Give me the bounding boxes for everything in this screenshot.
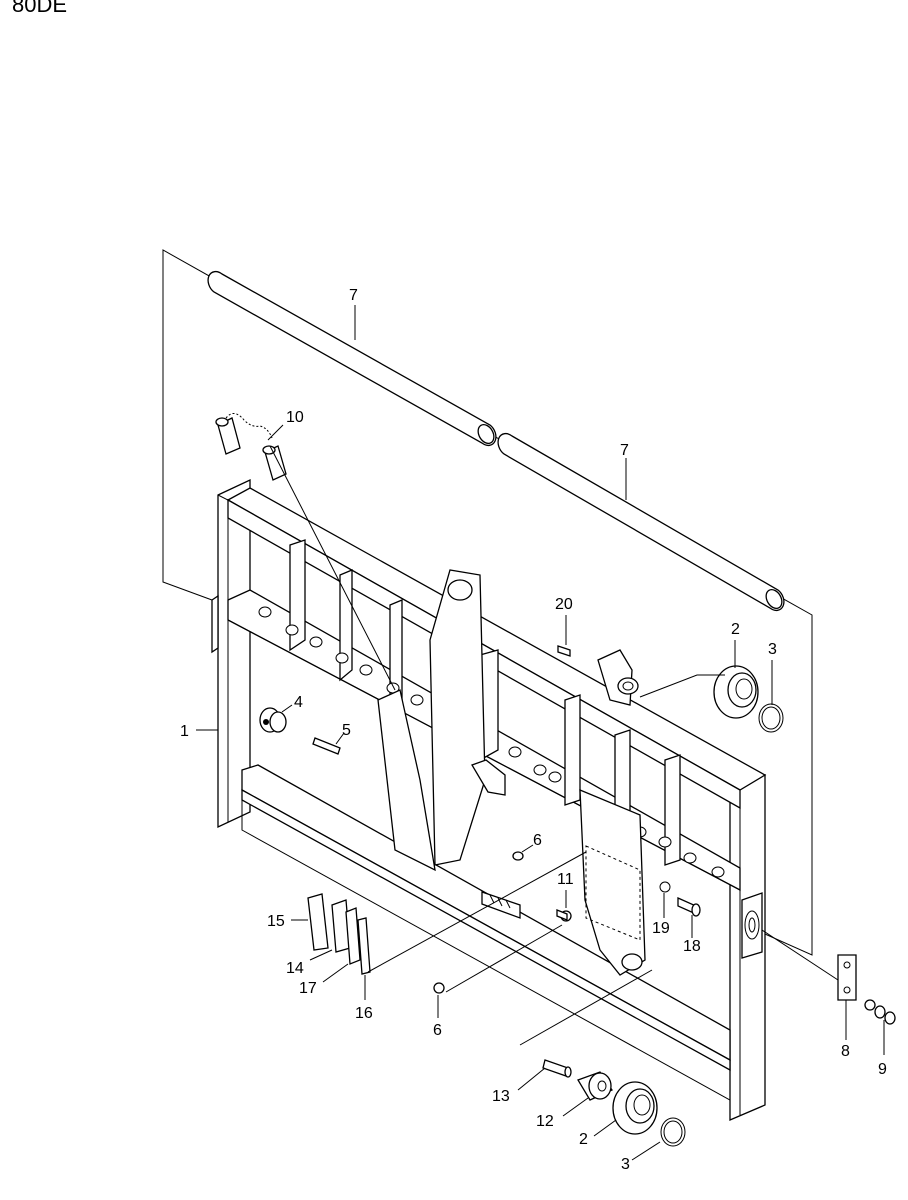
nameplate xyxy=(481,891,521,919)
model-code-title: 80DE xyxy=(12,0,68,17)
callout-10: 10 xyxy=(286,409,304,426)
callout-19: 19 xyxy=(652,920,670,937)
callout-20: 20 xyxy=(555,596,573,613)
callout-1: 1 xyxy=(180,723,189,740)
callout-5: 5 xyxy=(342,722,351,739)
callout-6-lower: 6 xyxy=(433,1022,442,1039)
fasteners xyxy=(433,645,896,1025)
callout-2-lower: 2 xyxy=(579,1131,588,1148)
callout-18: 18 xyxy=(683,938,701,955)
bumper-and-spring-pin xyxy=(259,707,341,755)
callout-9: 9 xyxy=(878,1061,887,1078)
callout-11: 11 xyxy=(557,871,574,888)
callout-6-upper: 6 xyxy=(533,832,542,849)
carriage-frame xyxy=(211,478,767,1121)
pin xyxy=(542,1059,572,1078)
bearing-lower xyxy=(612,1081,686,1147)
leader-lines xyxy=(196,305,885,1161)
callout-3-lower: 3 xyxy=(621,1156,630,1173)
shaft-upper xyxy=(207,270,497,447)
callout-7-lower: 7 xyxy=(620,442,629,459)
callout-4: 4 xyxy=(294,694,303,711)
callout-3-upper: 3 xyxy=(768,641,777,658)
callout-17: 17 xyxy=(299,980,317,997)
bearing-upper xyxy=(713,665,784,733)
bushing xyxy=(577,1071,613,1101)
callout-12: 12 xyxy=(536,1113,554,1130)
wear-pads xyxy=(307,893,371,975)
callout-7-upper: 7 xyxy=(349,287,358,304)
callout-8: 8 xyxy=(841,1043,850,1060)
callout-labels: 1 2 2 3 3 4 5 6 6 7 7 8 9 10 11 12 13 14… xyxy=(180,287,887,1173)
shaft-lower xyxy=(497,432,785,612)
lock-pin-assembly xyxy=(215,413,287,481)
callout-16: 16 xyxy=(355,1005,373,1022)
callout-14: 14 xyxy=(286,960,304,977)
callout-2-upper: 2 xyxy=(731,621,740,638)
callout-15: 15 xyxy=(267,913,285,930)
callout-13: 13 xyxy=(492,1088,510,1105)
